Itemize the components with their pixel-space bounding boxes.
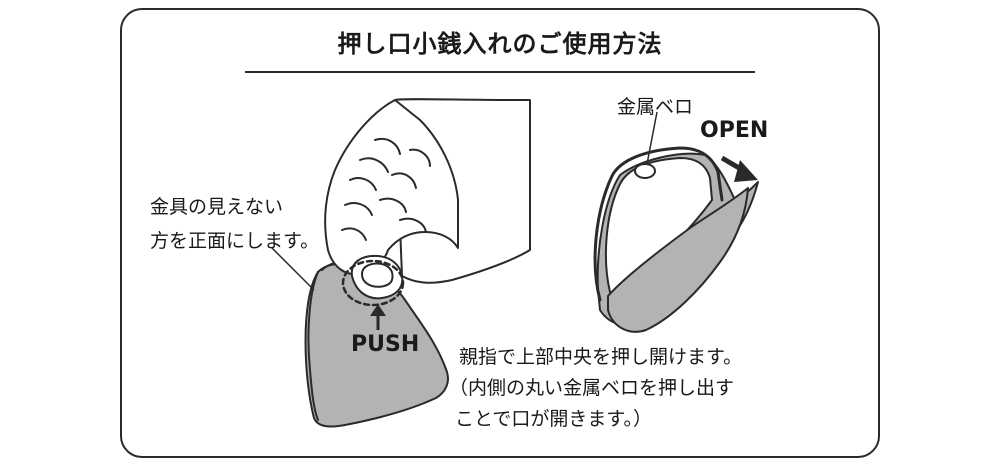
instruction-text: 親指で上部中央を押し開けます。 （内側の丸い金属ベロを押し出す ことで口が開きま… xyxy=(449,342,743,435)
left-instruction-label: 金具の見えない 方を正面にします。 xyxy=(150,190,319,258)
left-label-line-2: 方を正面にします。 xyxy=(150,230,320,252)
page-title: 押し口小銭入れのご使用方法 xyxy=(337,30,663,58)
metal-tongue-label: 金属ベロ xyxy=(617,96,694,118)
instruction-line-2: （内側の丸い金属ベロを押し出す xyxy=(449,377,735,399)
left-leader-line xyxy=(271,247,315,291)
push-label: PUSH xyxy=(351,332,420,357)
diagram-frame xyxy=(120,8,880,458)
title-underline xyxy=(245,71,755,73)
left-label-line-1: 金具の見えない xyxy=(150,196,284,218)
instruction-line-3: ことで口が開きます。） xyxy=(455,408,653,430)
open-arrow xyxy=(720,155,758,182)
instruction-line-1: 親指で上部中央を押し開けます。 xyxy=(459,346,743,368)
open-label: OPEN xyxy=(700,118,769,143)
tongue-leader-line xyxy=(646,111,658,165)
push-arrow xyxy=(370,304,386,330)
coin-purse-open-illustration xyxy=(593,146,759,333)
hand-illustration xyxy=(324,98,531,307)
